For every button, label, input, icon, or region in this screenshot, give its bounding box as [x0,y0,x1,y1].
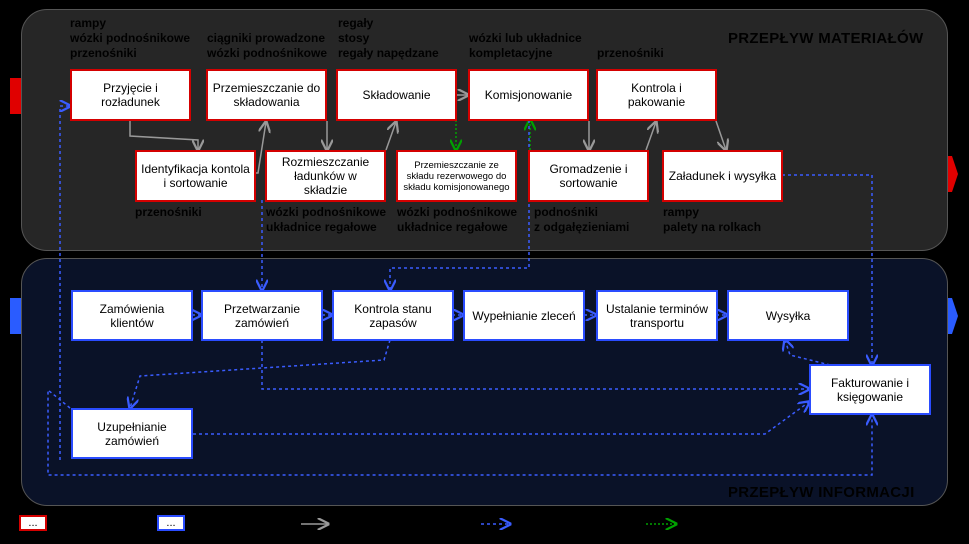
legend-material-box: ... [19,515,47,531]
box-placement: Rozmieszczanie ładunków w składzie [265,150,386,202]
material-flow-title: PRZEPŁYW MATERIAŁÓW [728,30,924,47]
box-schedule: Ustalanie terminów transportu [596,290,718,341]
label-sorting: podnośniki z odgałęzieniami [534,205,630,234]
information-flow-title: PRZEPŁYW INFORMACJI [728,484,915,501]
label-storage: regały stosy regały napędzane [338,16,439,60]
box-stock: Kontrola stanu zapasów [332,290,454,341]
label-receiving: rampy wózki podnośnikowe przenośniki [70,16,191,60]
material-flow-panel [21,9,948,251]
label-loading: rampy palety na rolkach [663,205,762,234]
label-placement: wózki podnośnikowe układnice regałowe [266,205,387,234]
green-arrows [456,120,530,150]
label-moving: ciągniki prowadzone wózki podnośnikowe [207,31,328,60]
box-invoicing: Fakturowanie i księgowanie [809,364,931,415]
box-fulfill: Wypełnianie zleceń [463,290,585,341]
box-identification: Identyfikacja kontola i sortowanie [135,150,256,202]
box-loading: Załadunek i wysyłka [662,150,783,202]
box-orders: Zamówienia klientów [71,290,193,341]
legend-info-box: ... [157,515,185,531]
box-control: Kontrola i pakowanie [596,69,717,121]
box-moving: Przemieszczanie do składowania [206,69,327,121]
label-identification: przenośniki [135,205,202,219]
label-transfer: wózki podnośnikowe układnice regałowe [397,205,518,234]
label-control: przenośniki [597,46,664,60]
box-processing: Przetwarzanie zamówień [201,290,323,341]
box-sorting: Gromadzenie i sortowanie [528,150,649,202]
box-receiving: Przyjęcie i rozładunek [70,69,191,121]
box-transfer: Przemieszczanie ze składu rezerwowego do… [396,150,517,202]
box-picking: Komisjonowanie [468,69,589,121]
material-arrows [129,95,726,174]
box-shipping: Wysyłka [727,290,849,341]
label-picking: wózki lub układnice kompletacyjne [469,31,582,60]
box-storage: Składowanie [336,69,457,121]
box-replenish: Uzupełnianie zamówień [71,408,193,459]
